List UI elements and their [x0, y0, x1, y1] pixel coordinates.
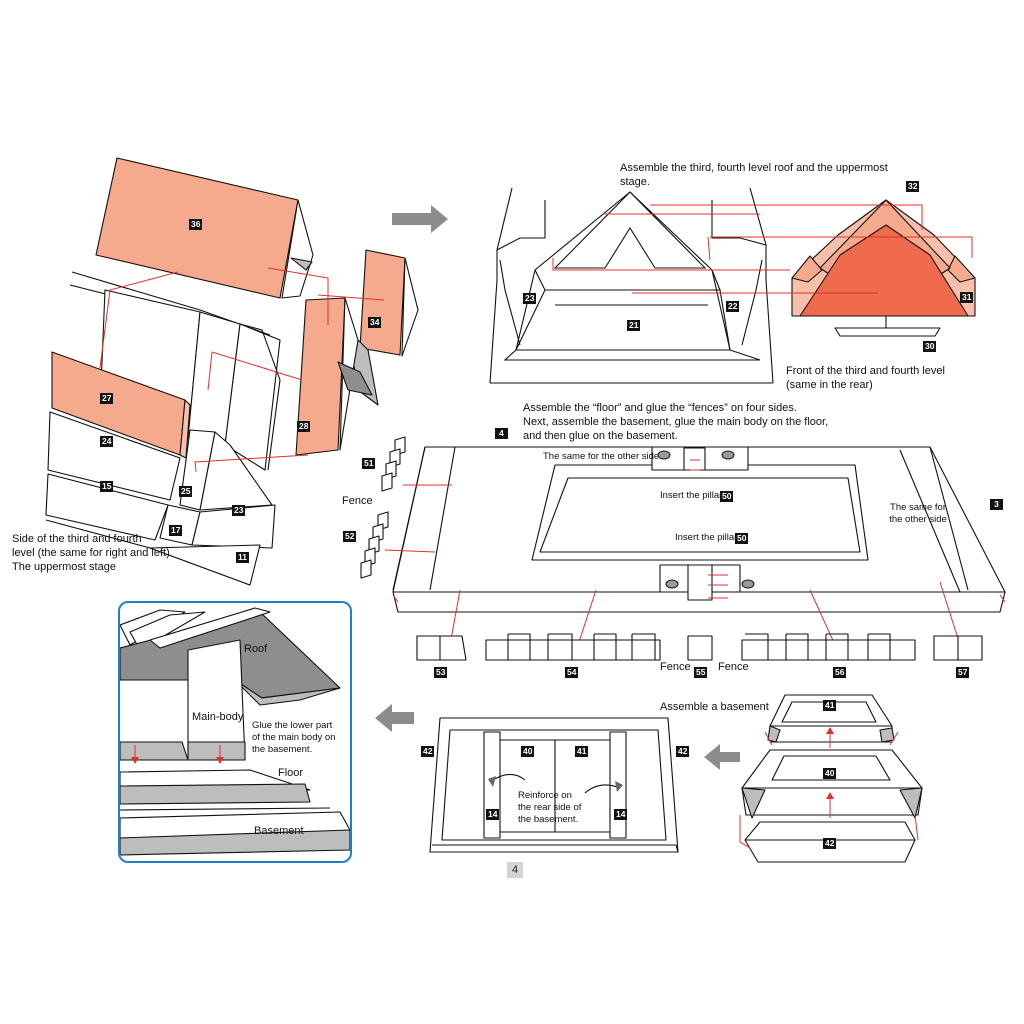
label-fence-left: Fence [342, 495, 373, 507]
fence-51 [381, 436, 406, 492]
part-badge-3: 3 [990, 499, 1003, 510]
part-badge-51: 51 [362, 458, 376, 469]
part-badge-32: 32 [906, 181, 920, 192]
part-badge-15: 15 [100, 481, 114, 492]
part-23-panel [191, 504, 276, 549]
basement-rear-drawing [429, 717, 679, 853]
part-badge-23-front: 23 [523, 293, 537, 304]
label-same-other-side-top: The same for the other side [543, 451, 660, 462]
step-arrow-left-basement [704, 744, 740, 770]
part-badge-21: 21 [627, 320, 641, 331]
part-badge-36: 36 [189, 219, 203, 230]
part-badge-25: 25 [179, 486, 193, 497]
part-badge-54: 54 [565, 667, 579, 678]
part-badge-40-middle: 40 [823, 768, 837, 779]
part-36-fold [281, 199, 314, 299]
part-badge-31: 31 [960, 292, 974, 303]
part-badge-17: 17 [169, 525, 183, 536]
part-badge-42-right: 42 [676, 746, 690, 757]
part-badge-50-top: 50 [720, 491, 734, 502]
part-36-flap [290, 257, 313, 271]
part-badge-24: 24 [100, 436, 114, 447]
part-badge-52: 52 [343, 531, 357, 542]
roof-front-drawing [489, 187, 774, 384]
fence-53 [416, 635, 467, 661]
fence-55 [687, 635, 713, 661]
part-badge-55: 55 [694, 667, 708, 678]
part-badge-11: 11 [236, 552, 249, 563]
floor-drawing [360, 436, 1006, 646]
part-28-panel [295, 297, 346, 456]
part-badge-14-left: 14 [486, 809, 500, 820]
part-badge-23-side: 23 [232, 505, 246, 516]
instruction-front-level: Front of the third and fourth level (sam… [786, 365, 945, 391]
side-level-drawing [45, 157, 419, 586]
label-insert-pillar-mid: Insert the pillar [675, 532, 738, 543]
label-same-other-side-right: The same for the other side [889, 502, 947, 525]
instruction-glue-lower: Glue the lower part of the main body on … [252, 720, 336, 755]
instruction-reinforce: Reinforce on the rear side of the baseme… [518, 790, 582, 825]
part-34-panel [359, 249, 406, 356]
part-badge-41-rear: 41 [575, 746, 589, 757]
part-badge-22: 22 [726, 301, 740, 312]
part-badge-42-bottom: 42 [823, 838, 837, 849]
label-insert-pillar-top: Insert the pillar [660, 490, 723, 501]
part-badge-34: 34 [368, 317, 382, 328]
part-11-base [149, 544, 261, 586]
inset-label-basement: Basement [254, 825, 304, 837]
front-level-drawing [552, 199, 976, 337]
instruction-assemble-basement: Assemble a basement [660, 701, 769, 713]
instruction-roof-stage: Assemble the third, fourth level roof an… [620, 162, 888, 188]
part-badge-57: 57 [956, 667, 970, 678]
part-15-plank [45, 473, 169, 541]
part-badge-42-left: 42 [421, 746, 435, 757]
part-badge-28: 28 [297, 421, 311, 432]
label-fence-mid-left: Fence [660, 661, 691, 673]
fence-52 [360, 511, 389, 579]
inset-label-roof: Roof [244, 643, 268, 655]
fence-strips [416, 633, 983, 661]
step-arrow-right [392, 205, 448, 233]
inset-label-main-body: Main-body [192, 711, 244, 723]
part-badge-41-top: 41 [823, 700, 837, 711]
part-badge-53: 53 [434, 667, 448, 678]
part-badge-4: 4 [495, 428, 508, 439]
part-badge-30: 30 [923, 341, 937, 352]
part-badge-56: 56 [833, 667, 847, 678]
part-badge-50-mid: 50 [735, 533, 749, 544]
instruction-side-level: Side of the third and fourth level (the … [12, 533, 170, 573]
page-number: 4 [507, 862, 523, 878]
part-24-plank [47, 411, 181, 501]
inset-drawing [120, 607, 350, 856]
part-badge-14-right: 14 [614, 809, 628, 820]
inset-label-floor: Floor [278, 767, 304, 779]
label-fence-mid-right: Fence [718, 661, 749, 673]
part-badge-40-rear: 40 [521, 746, 535, 757]
part-30-strip [834, 327, 941, 337]
instruction-floor: Assemble the “floor” and glue the “fence… [523, 402, 829, 442]
fence-56 [741, 639, 916, 661]
step-arrow-left-inset [375, 704, 414, 732]
fence-54 [485, 639, 661, 661]
part-badge-27: 27 [100, 393, 114, 404]
